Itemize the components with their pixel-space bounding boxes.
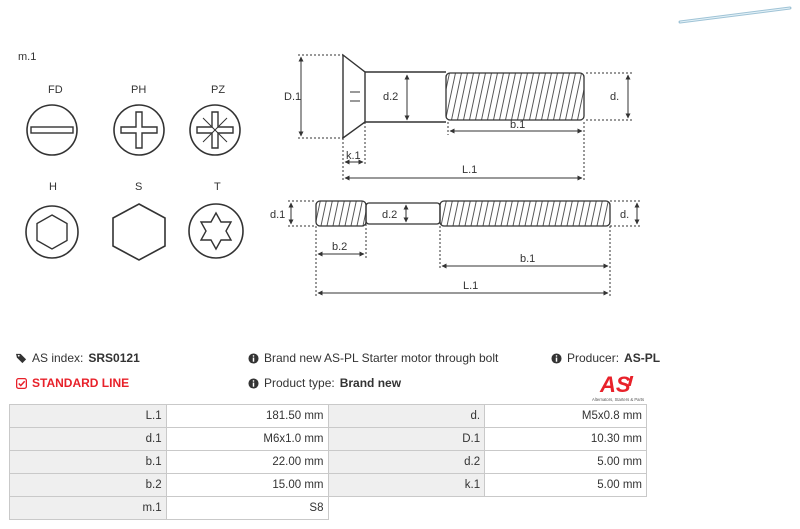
- description-text: Brand new AS-PL Starter motor through bo…: [264, 351, 499, 365]
- spec-label: d.: [327, 404, 486, 428]
- head-label-s: S: [135, 181, 142, 193]
- spec-label: m.1: [9, 496, 167, 520]
- head-type-s: S: [112, 181, 166, 261]
- as-index: AS index: SRS0121: [16, 351, 140, 365]
- dim-label-top-D1: D.1: [284, 91, 301, 103]
- spec-label: b.1: [9, 450, 167, 474]
- table-row: d.1 M6x1.0 mm D.1 10.30 mm: [9, 427, 647, 451]
- corner-label: m.1: [18, 51, 36, 63]
- spec-label: k.1: [327, 473, 486, 497]
- head-type-h: H: [25, 181, 79, 259]
- logo-text: AS: [599, 372, 631, 397]
- as-index-label: AS index:: [32, 351, 84, 365]
- info-icon: [248, 352, 259, 364]
- standard-line-label: STANDARD LINE: [32, 376, 130, 390]
- hex-head-icon: [112, 203, 166, 261]
- table-row: b.1 22.00 mm d.2 5.00 mm: [9, 450, 647, 474]
- info-icon: [248, 377, 259, 389]
- spec-label: b.2: [9, 473, 167, 497]
- dim-label-top-d2: d.2: [383, 91, 398, 103]
- dim-label-bottom-d: d.: [620, 209, 629, 221]
- spec-value: 181.50 mm: [165, 404, 329, 428]
- tags-icon: [16, 353, 27, 363]
- empty-cell: [328, 497, 485, 520]
- info-icon: [551, 352, 562, 364]
- dim-label-bottom-d1: d.1: [270, 209, 285, 221]
- dim-label-bottom-d2: d.2: [382, 209, 397, 221]
- torx-drive-icon: [188, 203, 244, 259]
- empty-cell: [485, 497, 647, 520]
- dim-label-bottom-b2: b.2: [332, 241, 347, 253]
- head-label-t: T: [214, 181, 221, 193]
- head-type-t: T: [188, 181, 244, 259]
- head-label-ph: PH: [131, 84, 146, 96]
- table-row: b.2 15.00 mm k.1 5.00 mm: [9, 473, 647, 497]
- dim-label-top-k1: k.1: [346, 150, 361, 162]
- hex-socket-icon: [25, 205, 79, 259]
- spec-label: d.1: [9, 427, 167, 451]
- head-type-pz: PZ: [189, 84, 241, 156]
- specs-table: L.1 181.50 mm d. M5x0.8 mm d.1 M6x1.0 mm…: [9, 404, 647, 520]
- spec-label: L.1: [9, 404, 167, 428]
- dim-label-bottom-L1: L.1: [463, 280, 478, 292]
- spec-label: D.1: [327, 427, 486, 451]
- spec-value: S8: [165, 496, 329, 520]
- head-label-fd: FD: [48, 84, 63, 96]
- bottom-bolt-drawing: d.1 d.2 d. b.2 b.1 L.1: [270, 200, 640, 296]
- spec-value: 10.30 mm: [484, 427, 647, 451]
- pen-icon: [678, 6, 792, 24]
- spec-value: 5.00 mm: [484, 450, 647, 474]
- technical-drawing: m.1 FD PH PZ H S: [18, 6, 792, 296]
- head-type-ph: PH: [113, 84, 165, 156]
- as-index-value: SRS0121: [88, 351, 140, 365]
- product-type-label: Product type:: [264, 376, 335, 390]
- spec-value: M5x0.8 mm: [484, 404, 647, 428]
- product-type-value: Brand new: [339, 376, 402, 390]
- as-pl-logo: AS Alternators, Starters & Parts: [592, 372, 644, 402]
- spec-value: M6x1.0 mm: [165, 427, 329, 451]
- spec-value: 15.00 mm: [165, 473, 329, 497]
- checkbox-checked-icon: [16, 377, 27, 389]
- head-label-pz: PZ: [211, 84, 225, 96]
- table-row: L.1 181.50 mm d. M5x0.8 mm: [9, 404, 647, 428]
- spec-value: 5.00 mm: [484, 473, 647, 497]
- top-bolt-drawing: D.1 d.2 d. b.1 k.1 L.1: [284, 53, 632, 182]
- dim-label-bottom-b1: b.1: [520, 253, 535, 265]
- spec-value: 22.00 mm: [165, 450, 329, 474]
- dim-label-top-b1: b.1: [510, 119, 525, 131]
- head-label-h: H: [49, 181, 57, 193]
- table-row: m.1 S8: [9, 496, 647, 520]
- standard-line: STANDARD LINE: [16, 376, 129, 390]
- head-type-fd: FD: [26, 84, 78, 156]
- slot-drive-icon: [26, 104, 78, 156]
- dim-label-top-L1: L.1: [462, 164, 477, 176]
- producer: Producer: AS-PL: [551, 351, 660, 365]
- phillips-drive-icon: [113, 104, 165, 156]
- producer-label: Producer:: [567, 351, 620, 365]
- product-type: Product type: Brand new: [248, 376, 401, 390]
- spec-label: d.2: [327, 450, 486, 474]
- pozidriv-drive-icon: [189, 104, 241, 156]
- logo-tagline: Alternators, Starters & Parts: [592, 397, 644, 402]
- dim-label-top-d: d.: [610, 91, 619, 103]
- description: Brand new AS-PL Starter motor through bo…: [248, 351, 498, 365]
- producer-value: AS-PL: [624, 351, 661, 365]
